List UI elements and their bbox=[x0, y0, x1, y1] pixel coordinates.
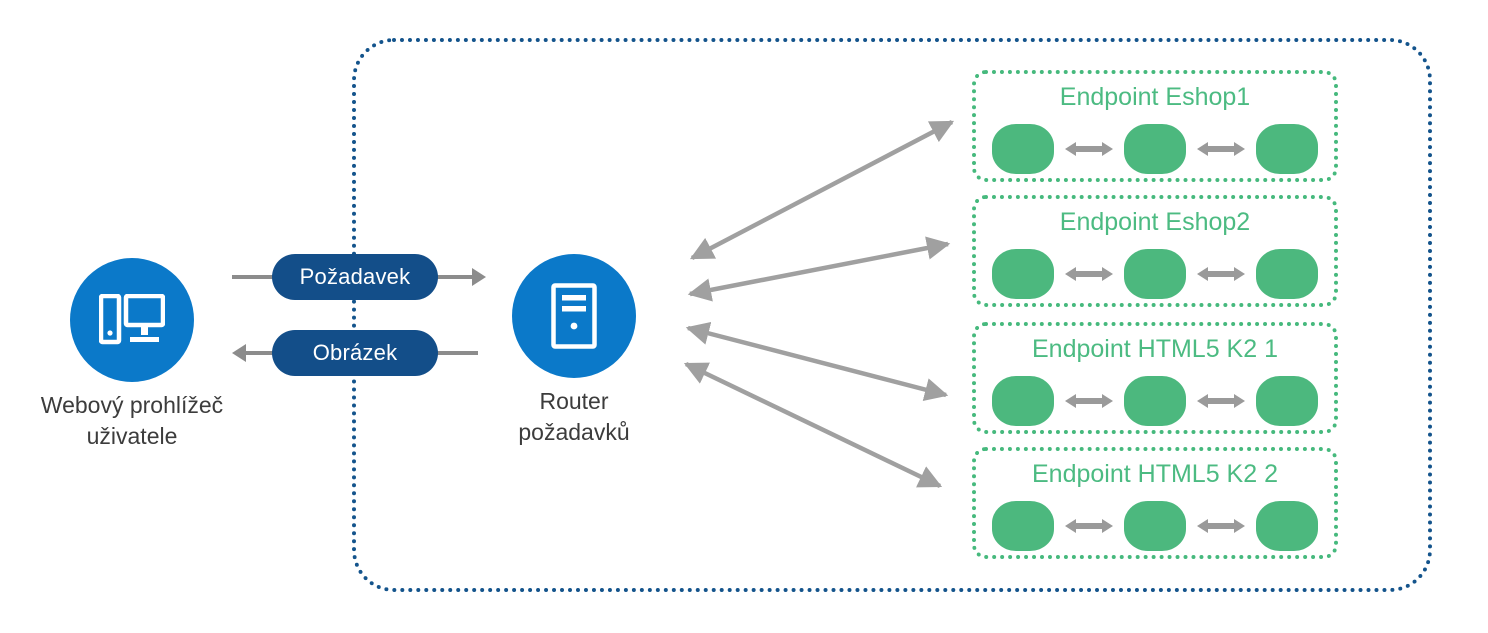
endpoint-group-html5-k2-2[interactable]: Endpoint HTML5 K2 2 bbox=[972, 447, 1338, 559]
browser-caption: Webový prohlížeč uživatele bbox=[40, 392, 224, 449]
endpoint-node[interactable] bbox=[1256, 124, 1318, 174]
endpoint-node-row bbox=[992, 374, 1318, 428]
bidirectional-link-icon bbox=[1195, 390, 1247, 412]
bidirectional-link-icon bbox=[1063, 138, 1115, 160]
response-line-left bbox=[246, 351, 282, 355]
endpoint-node-row bbox=[992, 122, 1318, 176]
system-boundary-container bbox=[352, 38, 1432, 592]
node-web-browser[interactable]: Webový prohlížeč uživatele bbox=[41, 258, 223, 449]
request-arrowhead bbox=[472, 268, 486, 286]
response-line-right bbox=[432, 351, 478, 355]
endpoint-node[interactable] bbox=[1124, 376, 1186, 426]
endpoint-node[interactable] bbox=[992, 249, 1054, 299]
endpoint-node[interactable] bbox=[992, 501, 1054, 551]
response-arrowhead bbox=[232, 344, 246, 362]
endpoint-group-eshop1[interactable]: Endpoint Eshop1 bbox=[972, 70, 1338, 182]
bidirectional-link-icon bbox=[1195, 263, 1247, 285]
node-request-router[interactable]: Router požadavků bbox=[512, 254, 636, 445]
bidirectional-link-icon bbox=[1195, 138, 1247, 160]
router-caption: Router požadavků bbox=[518, 388, 630, 445]
endpoint-node[interactable] bbox=[992, 124, 1054, 174]
flow-pill-request[interactable]: Požadavek bbox=[272, 254, 438, 300]
endpoint-group-eshop2[interactable]: Endpoint Eshop2 bbox=[972, 195, 1338, 307]
endpoint-node[interactable] bbox=[992, 376, 1054, 426]
endpoint-node-row bbox=[992, 247, 1318, 301]
endpoint-node[interactable] bbox=[1256, 501, 1318, 551]
endpoint-title: Endpoint Eshop2 bbox=[1059, 208, 1251, 236]
bidirectional-link-icon bbox=[1063, 515, 1115, 537]
bidirectional-link-icon bbox=[1063, 263, 1115, 285]
bidirectional-link-icon bbox=[1063, 390, 1115, 412]
endpoint-title: Endpoint Eshop1 bbox=[1059, 83, 1251, 111]
endpoint-title: Endpoint HTML5 K2 1 bbox=[1032, 335, 1278, 363]
flow-pill-response[interactable]: Obrázek bbox=[272, 330, 438, 376]
endpoint-title: Endpoint HTML5 K2 2 bbox=[1032, 460, 1278, 488]
browser-circle bbox=[70, 258, 194, 382]
endpoint-node[interactable] bbox=[1124, 124, 1186, 174]
request-line-left bbox=[232, 275, 280, 279]
endpoint-node[interactable] bbox=[1256, 376, 1318, 426]
endpoint-node[interactable] bbox=[1124, 501, 1186, 551]
request-line-right bbox=[432, 275, 478, 279]
desktop-computer-icon bbox=[70, 258, 194, 382]
bidirectional-link-icon bbox=[1195, 515, 1247, 537]
endpoint-node[interactable] bbox=[1256, 249, 1318, 299]
server-tower-icon bbox=[512, 254, 636, 378]
router-circle bbox=[512, 254, 636, 378]
endpoint-node[interactable] bbox=[1124, 249, 1186, 299]
endpoint-group-html5-k2-1[interactable]: Endpoint HTML5 K2 1 bbox=[972, 322, 1338, 434]
endpoint-node-row bbox=[992, 499, 1318, 553]
